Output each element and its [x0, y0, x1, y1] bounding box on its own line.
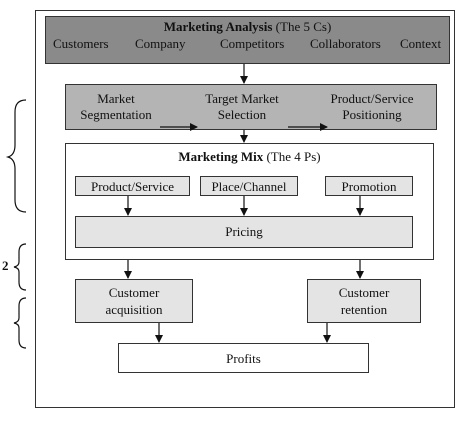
profits-box [118, 343, 369, 373]
retention-label-line2: retention [340, 302, 388, 317]
analysis-item-customers: Customers [53, 36, 109, 51]
marketing-analysis-title-bold: Marketing Analysis [163, 19, 273, 34]
positioning-label-line1: Product/Service [330, 91, 414, 106]
marketing-analysis-title: Marketing Analysis (The 5 Cs) [45, 19, 450, 34]
segmentation-label-line2: Segmentation [80, 107, 152, 122]
brace-middle [13, 243, 27, 291]
marketing-analysis-box [45, 16, 450, 64]
analysis-item-context: Context [400, 36, 442, 51]
promotion-box [325, 176, 413, 196]
segmentation-label-line1: Market [97, 91, 135, 106]
analysis-item-company: Company [135, 36, 186, 51]
profits-label: Profits [226, 351, 261, 366]
side-label: 2 [2, 258, 9, 273]
marketing-mix-title: Marketing Mix (The 4 Ps) [65, 149, 434, 164]
promotion-label: Promotion [341, 179, 397, 194]
diagram-frame [35, 10, 455, 408]
product-box [75, 176, 190, 196]
analysis-item-competitors: Competitors [220, 36, 285, 51]
marketing-mix-title-bold: Marketing Mix [178, 149, 264, 164]
customer-acquisition-box [75, 279, 193, 323]
pricing-box [75, 216, 413, 248]
place-box [200, 176, 298, 196]
customer-retention-box [307, 279, 421, 323]
acquisition-label-line2: acquisition [105, 302, 163, 317]
targeting-label-line1: Target Market [205, 91, 279, 106]
product-label: Product/Service [90, 179, 175, 194]
place-label: Place/Channel [211, 179, 287, 194]
brace-bottom [13, 297, 27, 349]
positioning-label-line2: Positioning [342, 107, 402, 122]
marketing-mix-title-rest: (The 4 Ps) [263, 149, 321, 164]
retention-label-line1: Customer [338, 285, 390, 300]
targeting-label-line2: Selection [217, 107, 267, 122]
analysis-item-collaborators: Collaborators [310, 36, 381, 51]
brace-top [5, 99, 27, 213]
stp-box [65, 84, 437, 130]
marketing-analysis-title-rest: (The 5 Cs) [272, 19, 332, 34]
pricing-label: Pricing [225, 224, 263, 239]
acquisition-label-line1: Customer [108, 285, 160, 300]
